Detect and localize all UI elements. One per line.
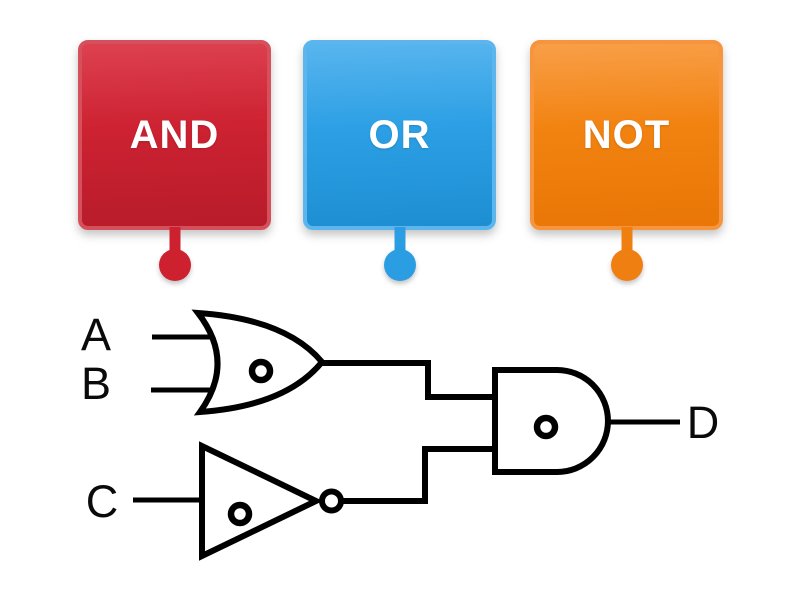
answer-card-and[interactable]: AND	[78, 40, 271, 281]
input-label-b: B	[81, 358, 111, 409]
drop-target-not-gate[interactable]	[227, 501, 253, 527]
not-gate-shape	[199, 441, 323, 561]
input-label-a: A	[81, 309, 111, 360]
answer-card-label: OR	[368, 112, 431, 157]
drop-target-and-gate[interactable]	[533, 414, 559, 440]
card-connector-stem	[169, 227, 180, 261]
wire-or-to-and	[316, 360, 494, 400]
not-gate-inversion-bubble	[319, 488, 344, 514]
card-connector-stem	[394, 227, 405, 261]
card-connector-dot	[610, 249, 643, 281]
card-connector-dot	[158, 249, 191, 281]
answer-card-label: AND	[129, 112, 220, 157]
card-connector-stem	[621, 227, 632, 261]
wire-not-to-and	[342, 446, 494, 504]
drop-target-or-gate[interactable]	[248, 358, 274, 384]
answer-card-or[interactable]: OR	[303, 40, 496, 281]
answer-card-label: NOT	[582, 112, 671, 157]
card-connector-dot	[383, 249, 416, 281]
answer-card-not[interactable]: NOT	[530, 40, 723, 281]
input-label-c: C	[86, 476, 119, 527]
output-label-d: D	[687, 397, 720, 448]
